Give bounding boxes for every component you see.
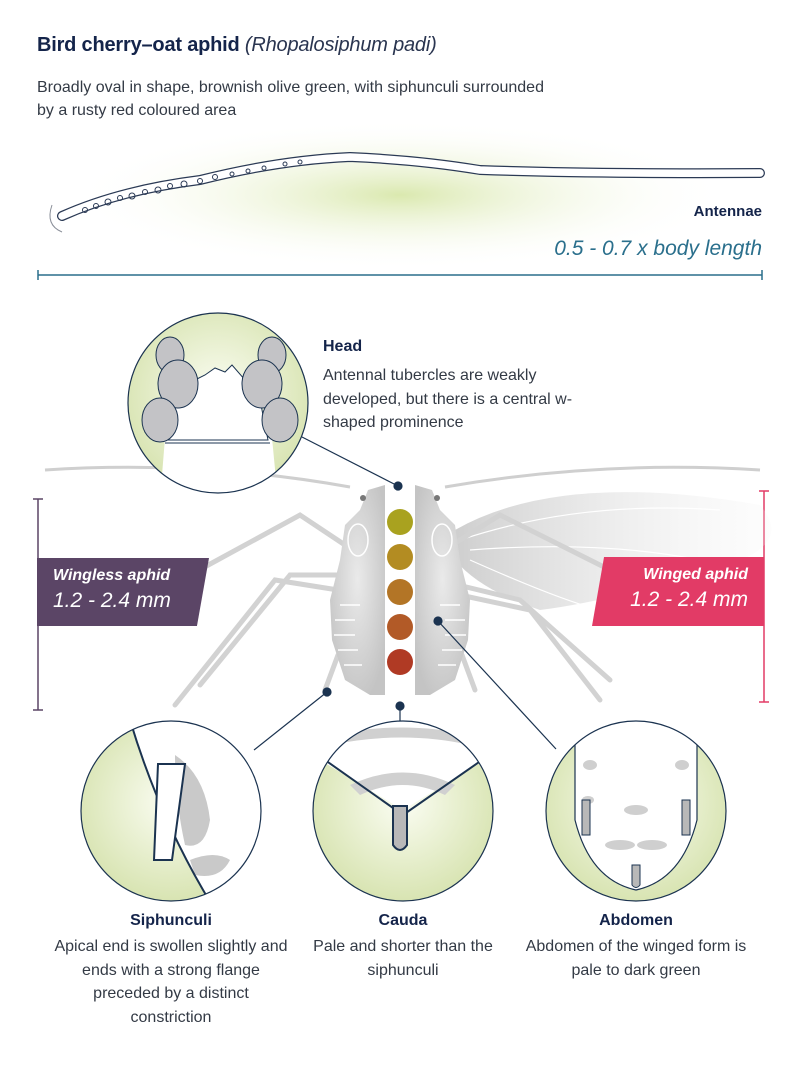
antennae-scale: 0.5 - 0.7 x body length (554, 237, 762, 260)
antenna-scale-bar (37, 270, 763, 280)
page-title: Bird cherry–oat aphid (Rhopalosiphum pad… (37, 34, 437, 57)
swatch-5 (387, 649, 413, 675)
siphunculi-description: Apical end is swollen slightly and ends … (54, 938, 288, 1026)
cauda-caption: Cauda Pale and shorter than the siphuncu… (283, 912, 523, 982)
wing (455, 492, 772, 610)
scientific-name: (Rhopalosiphum padi) (244, 34, 437, 56)
wingless-size: 1.2 - 2.4 mm (53, 589, 171, 612)
winged-label: Winged aphid (643, 566, 748, 583)
swatch-4 (387, 614, 413, 640)
colour-swatches (387, 509, 413, 675)
abdomen-detail-circle (545, 720, 727, 902)
common-name: Bird cherry–oat aphid (37, 34, 240, 56)
swatch-1 (387, 509, 413, 535)
head-detail-circle (127, 312, 309, 494)
head-label: Head (323, 338, 363, 355)
cauda-label: Cauda (378, 912, 428, 929)
antennae-label: Antennae (693, 203, 762, 220)
cauda-description: Pale and shorter than the siphunculi (313, 938, 493, 979)
winged-size-badge: Winged aphid 1.2 - 2.4 mm (592, 557, 764, 626)
aphid-body (330, 485, 470, 695)
abdomen-label: Abdomen (599, 912, 673, 929)
siphunculi-label: Siphunculi (130, 912, 212, 929)
cauda-detail-circle (312, 720, 494, 902)
abdomen-description: Abdomen of the winged form is pale to da… (525, 938, 747, 979)
siphunculi-detail-circle (80, 720, 262, 902)
swatch-2 (387, 544, 413, 570)
siphunculi-caption: Siphunculi Apical end is swollen slightl… (51, 912, 291, 1029)
species-description: Broadly oval in shape, brownish olive gr… (37, 79, 544, 119)
wingless-size-badge: Wingless aphid 1.2 - 2.4 mm (37, 558, 209, 626)
winged-size: 1.2 - 2.4 mm (630, 588, 748, 611)
abdomen-caption: Abdomen Abdomen of the winged form is pa… (516, 912, 756, 982)
head-description: Antennal tubercles are weakly developed,… (323, 367, 573, 431)
swatch-3 (387, 579, 413, 605)
antenna-drawing (49, 120, 765, 270)
wingless-label: Wingless aphid (53, 567, 171, 584)
